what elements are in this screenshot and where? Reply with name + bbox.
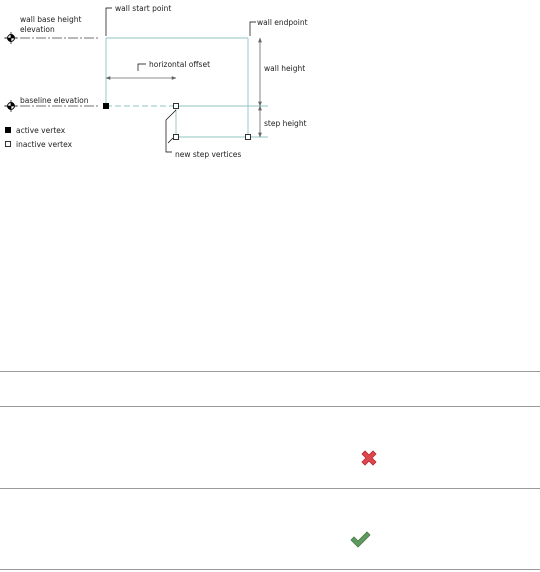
wall-step-diagram: wall start point wall endpoint wall base… — [4, 4, 308, 159]
label-wall-height: wall height — [264, 64, 305, 73]
label-step-height: step height — [264, 119, 307, 128]
label-horizontal-offset: horizontal offset — [149, 60, 210, 69]
legend-active-vertex-label: active vertex — [16, 126, 66, 135]
label-wall-endpoint: wall endpoint — [257, 18, 308, 27]
inactive-vertex — [173, 134, 179, 140]
leader-lines — [105, 7, 256, 153]
legend-inactive-vertex-swatch — [5, 141, 11, 147]
inactive-vertex — [245, 134, 251, 140]
check-mark-icon — [350, 531, 371, 548]
table-divider — [0, 488, 540, 489]
x-mark-icon — [361, 450, 377, 466]
table-divider — [0, 406, 540, 407]
label-wall-base-height-elevation: wall base height — [20, 15, 82, 24]
table-divider — [0, 371, 540, 372]
table-divider — [0, 569, 540, 570]
elevation-marker-icon — [5, 32, 17, 44]
label-baseline-elevation: baseline elevation — [20, 96, 89, 105]
active-vertex — [103, 103, 109, 109]
wall-outline — [105, 37, 268, 138]
elevation-marker-icon — [5, 100, 17, 112]
legend: active vertex inactive vertex — [5, 126, 73, 149]
legend-inactive-vertex-label: inactive vertex — [16, 140, 73, 149]
label-wall-base-height-elevation: elevation — [20, 25, 55, 34]
label-new-step-vertices: new step vertices — [175, 150, 241, 159]
legend-active-vertex-swatch — [5, 127, 11, 133]
label-wall-start-point: wall start point — [115, 4, 171, 13]
inactive-vertex — [173, 103, 179, 109]
